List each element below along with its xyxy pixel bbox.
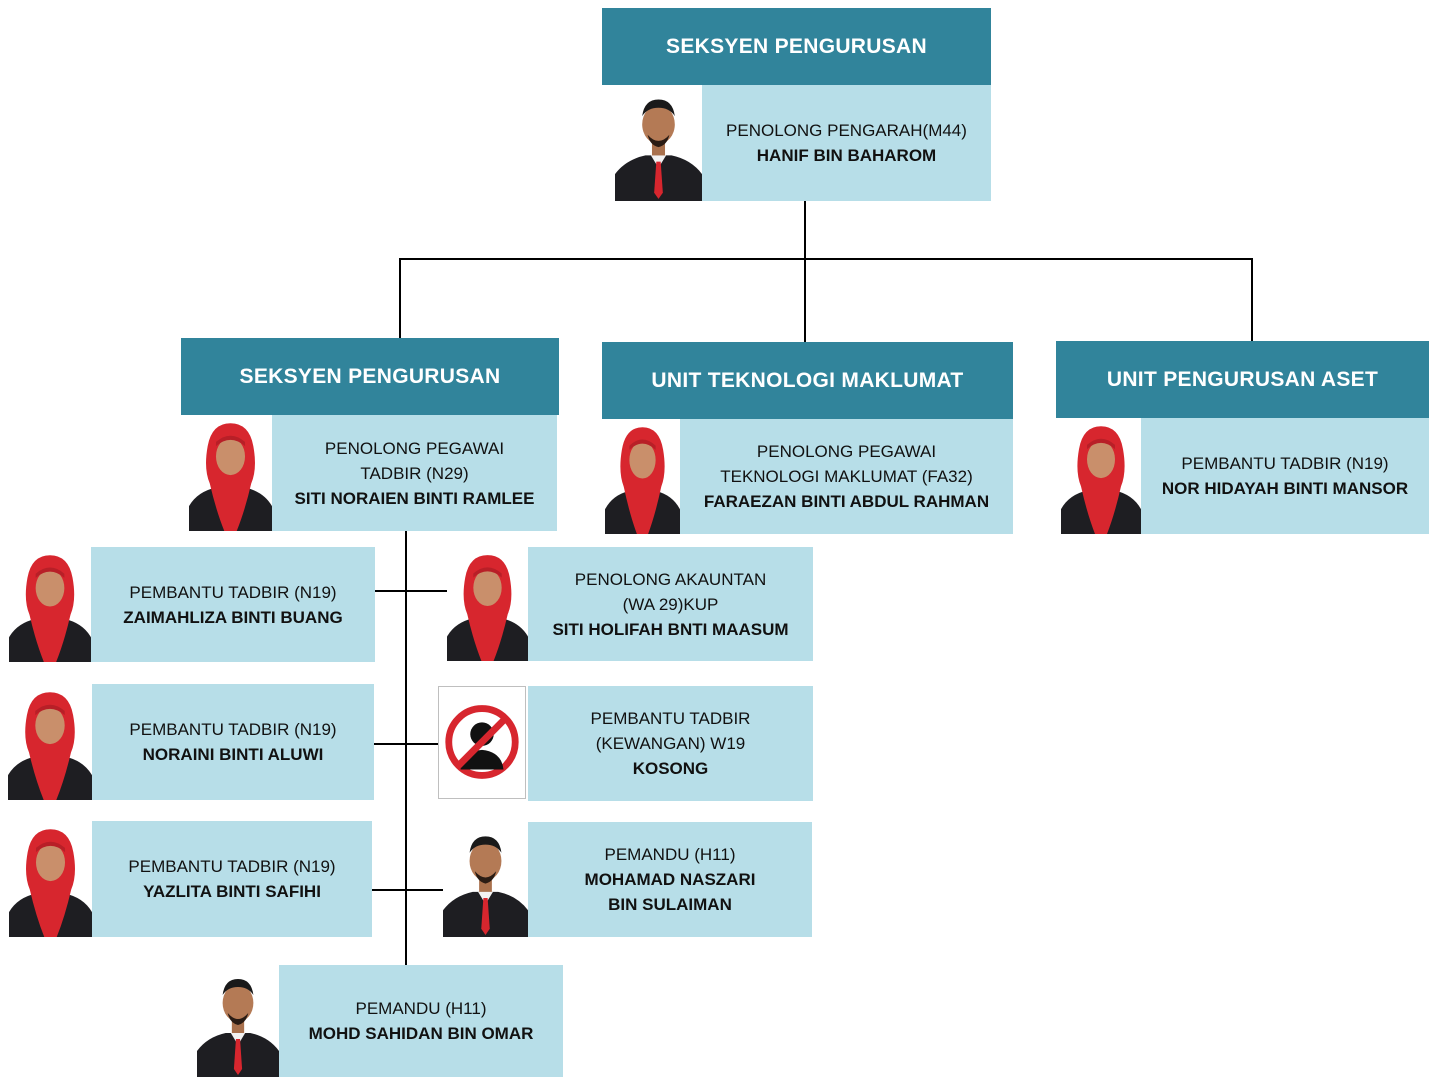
left1-info-box: PEMBANTU TADBIR (N19) NORAINI BINTI ALUW… — [92, 684, 374, 800]
unit1-position: PENOLONG PEGAWAI TEKNOLOGI MAKLUMAT (FA3… — [720, 442, 973, 486]
connector-to-unit-left — [399, 258, 401, 338]
man-portrait-icon — [443, 822, 528, 937]
woman-hijab-portrait-icon — [9, 821, 92, 937]
right2-info-box: PEMANDU (H11) MOHAMAD NASZARI BIN SULAIM… — [528, 822, 812, 937]
bottom-info-box: PEMANDU (H11) MOHD SAHIDAN BIN OMAR — [279, 965, 563, 1077]
unit-header-teknologi: UNIT TEKNOLOGI MAKLUMAT — [602, 342, 1013, 419]
left2-position: PEMBANTU TADBIR (N19) — [128, 857, 336, 876]
unit1-info-box: PENOLONG PEGAWAI TEKNOLOGI MAKLUMAT (FA3… — [680, 419, 1013, 534]
top-info-box: PENOLONG PENGARAH(M44) HANIF BIN BAHAROM — [702, 85, 991, 201]
top-name: HANIF BIN BAHAROM — [756, 146, 937, 165]
right0-photo — [447, 547, 528, 661]
top-photo — [615, 85, 702, 201]
left0-photo — [9, 547, 91, 662]
woman-hijab-portrait-icon — [9, 547, 91, 662]
connector-branch-row3 — [372, 889, 443, 891]
woman-hijab-portrait-icon — [8, 684, 92, 800]
man-portrait-icon — [197, 965, 279, 1077]
connector-horizontal-bar — [400, 258, 1253, 260]
left2-info-box: PEMBANTU TADBIR (N19) YAZLITA BINTI SAFI… — [92, 821, 372, 937]
left0-name: ZAIMAHLIZA BINTI BUANG — [123, 607, 343, 627]
connector-branch-row2 — [374, 743, 440, 745]
right2-photo — [443, 822, 528, 937]
left0-position: PEMBANTU TADBIR (N19) — [129, 582, 337, 602]
connector-branch-row1 — [375, 590, 447, 592]
right1-name: KOSONG — [632, 759, 709, 778]
right0-position: PENOLONG AKAUNTAN (WA 29)KUP — [574, 569, 767, 614]
woman-hijab-portrait-icon — [1061, 418, 1141, 534]
left2-photo — [9, 821, 92, 937]
unit-header-aset: UNIT PENGURUSAN ASET — [1056, 341, 1429, 418]
unit0-name: SITI NORAIEN BINTI RAMLEE — [294, 488, 535, 508]
unit0-position: PENOLONG PEGAWAI TADBIR (N29) — [324, 438, 505, 483]
no-person-icon — [439, 687, 525, 798]
left0-info-box: PEMBANTU TADBIR (N19) ZAIMAHLIZA BINTI B… — [91, 547, 375, 662]
connector-staff-trunk — [405, 531, 407, 965]
unit0-photo — [189, 415, 272, 531]
right1-photo — [438, 686, 526, 799]
unit0-info-box: PENOLONG PEGAWAI TADBIR (N29) SITI NORAI… — [272, 415, 557, 531]
unit-header-seksyen: SEKSYEN PENGURUSAN — [181, 338, 559, 415]
top-position: PENOLONG PENGARAH(M44) — [726, 121, 967, 140]
right0-name: SITI HOLIFAH BNTI MAASUM — [552, 619, 789, 639]
unit1-photo — [605, 419, 680, 534]
right0-info-box: PENOLONG AKAUNTAN (WA 29)KUP SITI HOLIFA… — [528, 547, 813, 661]
unit2-name: NOR HIDAYAH BINTI MANSOR — [1161, 479, 1409, 498]
left1-name: NORAINI BINTI ALUWI — [142, 745, 324, 764]
right1-info-box: PEMBANTU TADBIR (KEWANGAN) W19 KOSONG — [528, 686, 813, 801]
connector-top-down — [804, 201, 806, 342]
top-section-header: SEKSYEN PENGURUSAN — [602, 8, 991, 85]
right1-position: PEMBANTU TADBIR (KEWANGAN) W19 — [590, 709, 751, 753]
unit1-name: FARAEZAN BINTI ABDUL RAHMAN — [703, 492, 990, 511]
man-portrait-icon — [615, 85, 702, 201]
bottom-position: PEMANDU (H11) — [355, 999, 487, 1018]
right2-name: MOHAMAD NASZARI BIN SULAIMAN — [584, 870, 756, 914]
bottom-photo — [197, 965, 279, 1077]
unit2-position: PEMBANTU TADBIR (N19) — [1181, 454, 1389, 473]
woman-hijab-portrait-icon — [189, 415, 272, 531]
woman-hijab-portrait-icon — [447, 547, 528, 661]
unit2-photo — [1061, 418, 1141, 534]
unit2-info-box: PEMBANTU TADBIR (N19) NOR HIDAYAH BINTI … — [1141, 418, 1429, 534]
right2-position: PEMANDU (H11) — [604, 845, 736, 864]
bottom-name: MOHD SAHIDAN BIN OMAR — [308, 1024, 534, 1043]
left1-photo — [8, 684, 92, 800]
left2-name: YAZLITA BINTI SAFIHI — [143, 882, 321, 901]
left1-position: PEMBANTU TADBIR (N19) — [129, 720, 337, 739]
connector-to-unit-right — [1251, 258, 1253, 341]
woman-hijab-portrait-icon — [605, 419, 680, 534]
